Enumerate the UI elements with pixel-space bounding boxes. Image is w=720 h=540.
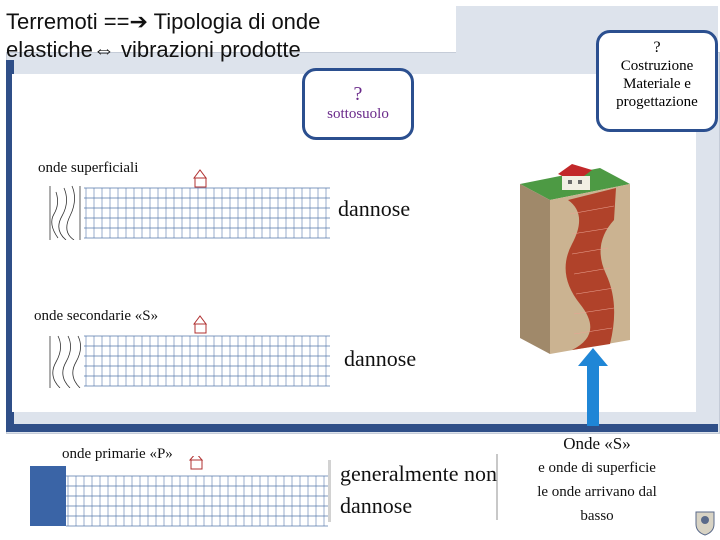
slide-frame-bottom-bar [6, 424, 718, 432]
note-onde-s: Onde «S» e onde di superficie le onde ar… [506, 432, 688, 528]
column-divider [328, 460, 331, 522]
note-line-2: le onde arrivano dal [537, 484, 657, 500]
slide-frame-left-bar [6, 60, 14, 430]
wave-effect-secondary: dannose [344, 346, 417, 371]
ground-block-illustration [520, 164, 630, 354]
primary-wave-diagram [66, 456, 328, 532]
secondary-wave-diagram [36, 312, 330, 388]
slide-title: Terremoti ==➔ Tipologia di onde elastich… [6, 8, 320, 64]
surface-wave-diagram [36, 164, 330, 240]
up-arrow-icon [578, 348, 608, 426]
note-divider [496, 454, 498, 520]
crest-icon [695, 511, 715, 536]
primary-wave-left-band [30, 466, 66, 526]
wave-label-primary: onde primarie «P» [62, 446, 173, 462]
wave-label-surface: onde superficiali [38, 160, 139, 176]
wave-label-secondary: onde secondarie «S» [34, 308, 159, 324]
house-icon [188, 456, 204, 470]
title-line-2: elastiche⇔ vibrazioni prodotte [6, 37, 301, 62]
callout-question-mark: ? [353, 83, 363, 105]
note-line-1: e onde di superficie [538, 460, 656, 476]
wave-effect-surface: dannose [338, 196, 411, 221]
house-icon [193, 169, 207, 188]
house-icon [193, 315, 207, 334]
note-heading: Onde «S» [563, 434, 631, 453]
callout-costruzione: ? Costruzione Materiale e progettazione [596, 30, 718, 132]
callout-sottosuolo: ? sottosuolo [302, 68, 414, 140]
callout-question-mark: ? [653, 39, 661, 56]
wave-effect-primary: generalmente non dannose [340, 461, 497, 518]
note-line-3: basso [580, 508, 614, 524]
callout-text: sottosuolo [327, 106, 389, 122]
house-icon [558, 164, 592, 190]
title-line-1: Terremoti ==➔ Tipologia di onde [6, 9, 321, 34]
callout-text: Costruzione Materiale e progettazione [616, 58, 698, 110]
